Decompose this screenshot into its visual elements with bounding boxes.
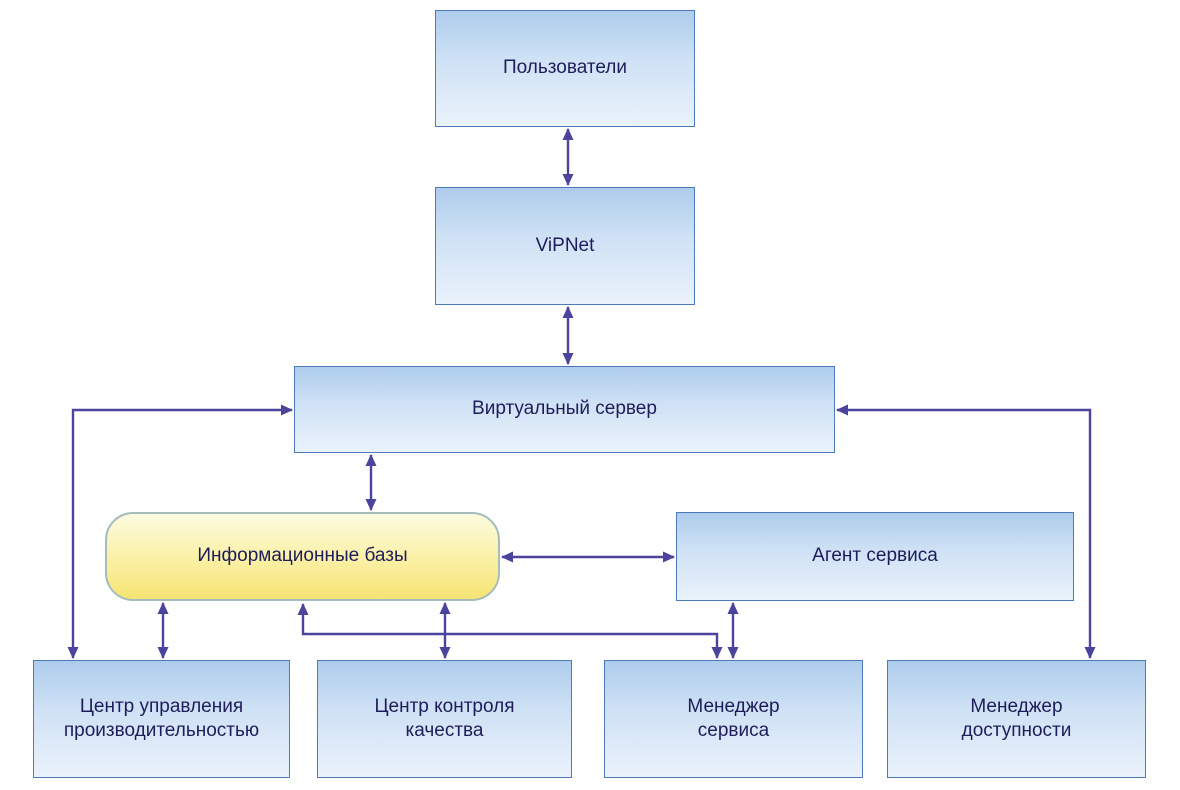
node-virtual-server-label: Виртуальный сервер [472,398,657,420]
node-service-agent-label: Агент сервиса [812,545,938,567]
node-quality-center: Центр контроля качества [317,660,572,778]
node-perf-center-label: Центр управления производительностью [63,695,260,741]
node-users: Пользователи [435,10,695,127]
node-vipnet-label: ViPNet [535,234,595,256]
node-info-bases: Информационные базы [105,512,500,601]
node-quality-center-label: Центр контроля качества [374,695,515,741]
node-availability-manager-label: Менеджер доступности [961,695,1072,741]
node-service-manager: Менеджер сервиса [604,660,863,778]
node-info-bases-label: Информационные базы [197,545,408,567]
node-service-agent: Агент сервиса [676,512,1074,601]
node-perf-center: Центр управления производительностью [33,660,290,778]
node-availability-manager: Менеджер доступности [887,660,1146,778]
node-users-label: Пользователи [502,57,627,79]
node-vipnet: ViPNet [435,187,695,305]
node-service-manager-label: Менеджер сервиса [687,695,780,741]
connector-info-bases-service-manager [297,603,723,659]
node-virtual-server: Виртуальный сервер [294,366,835,453]
